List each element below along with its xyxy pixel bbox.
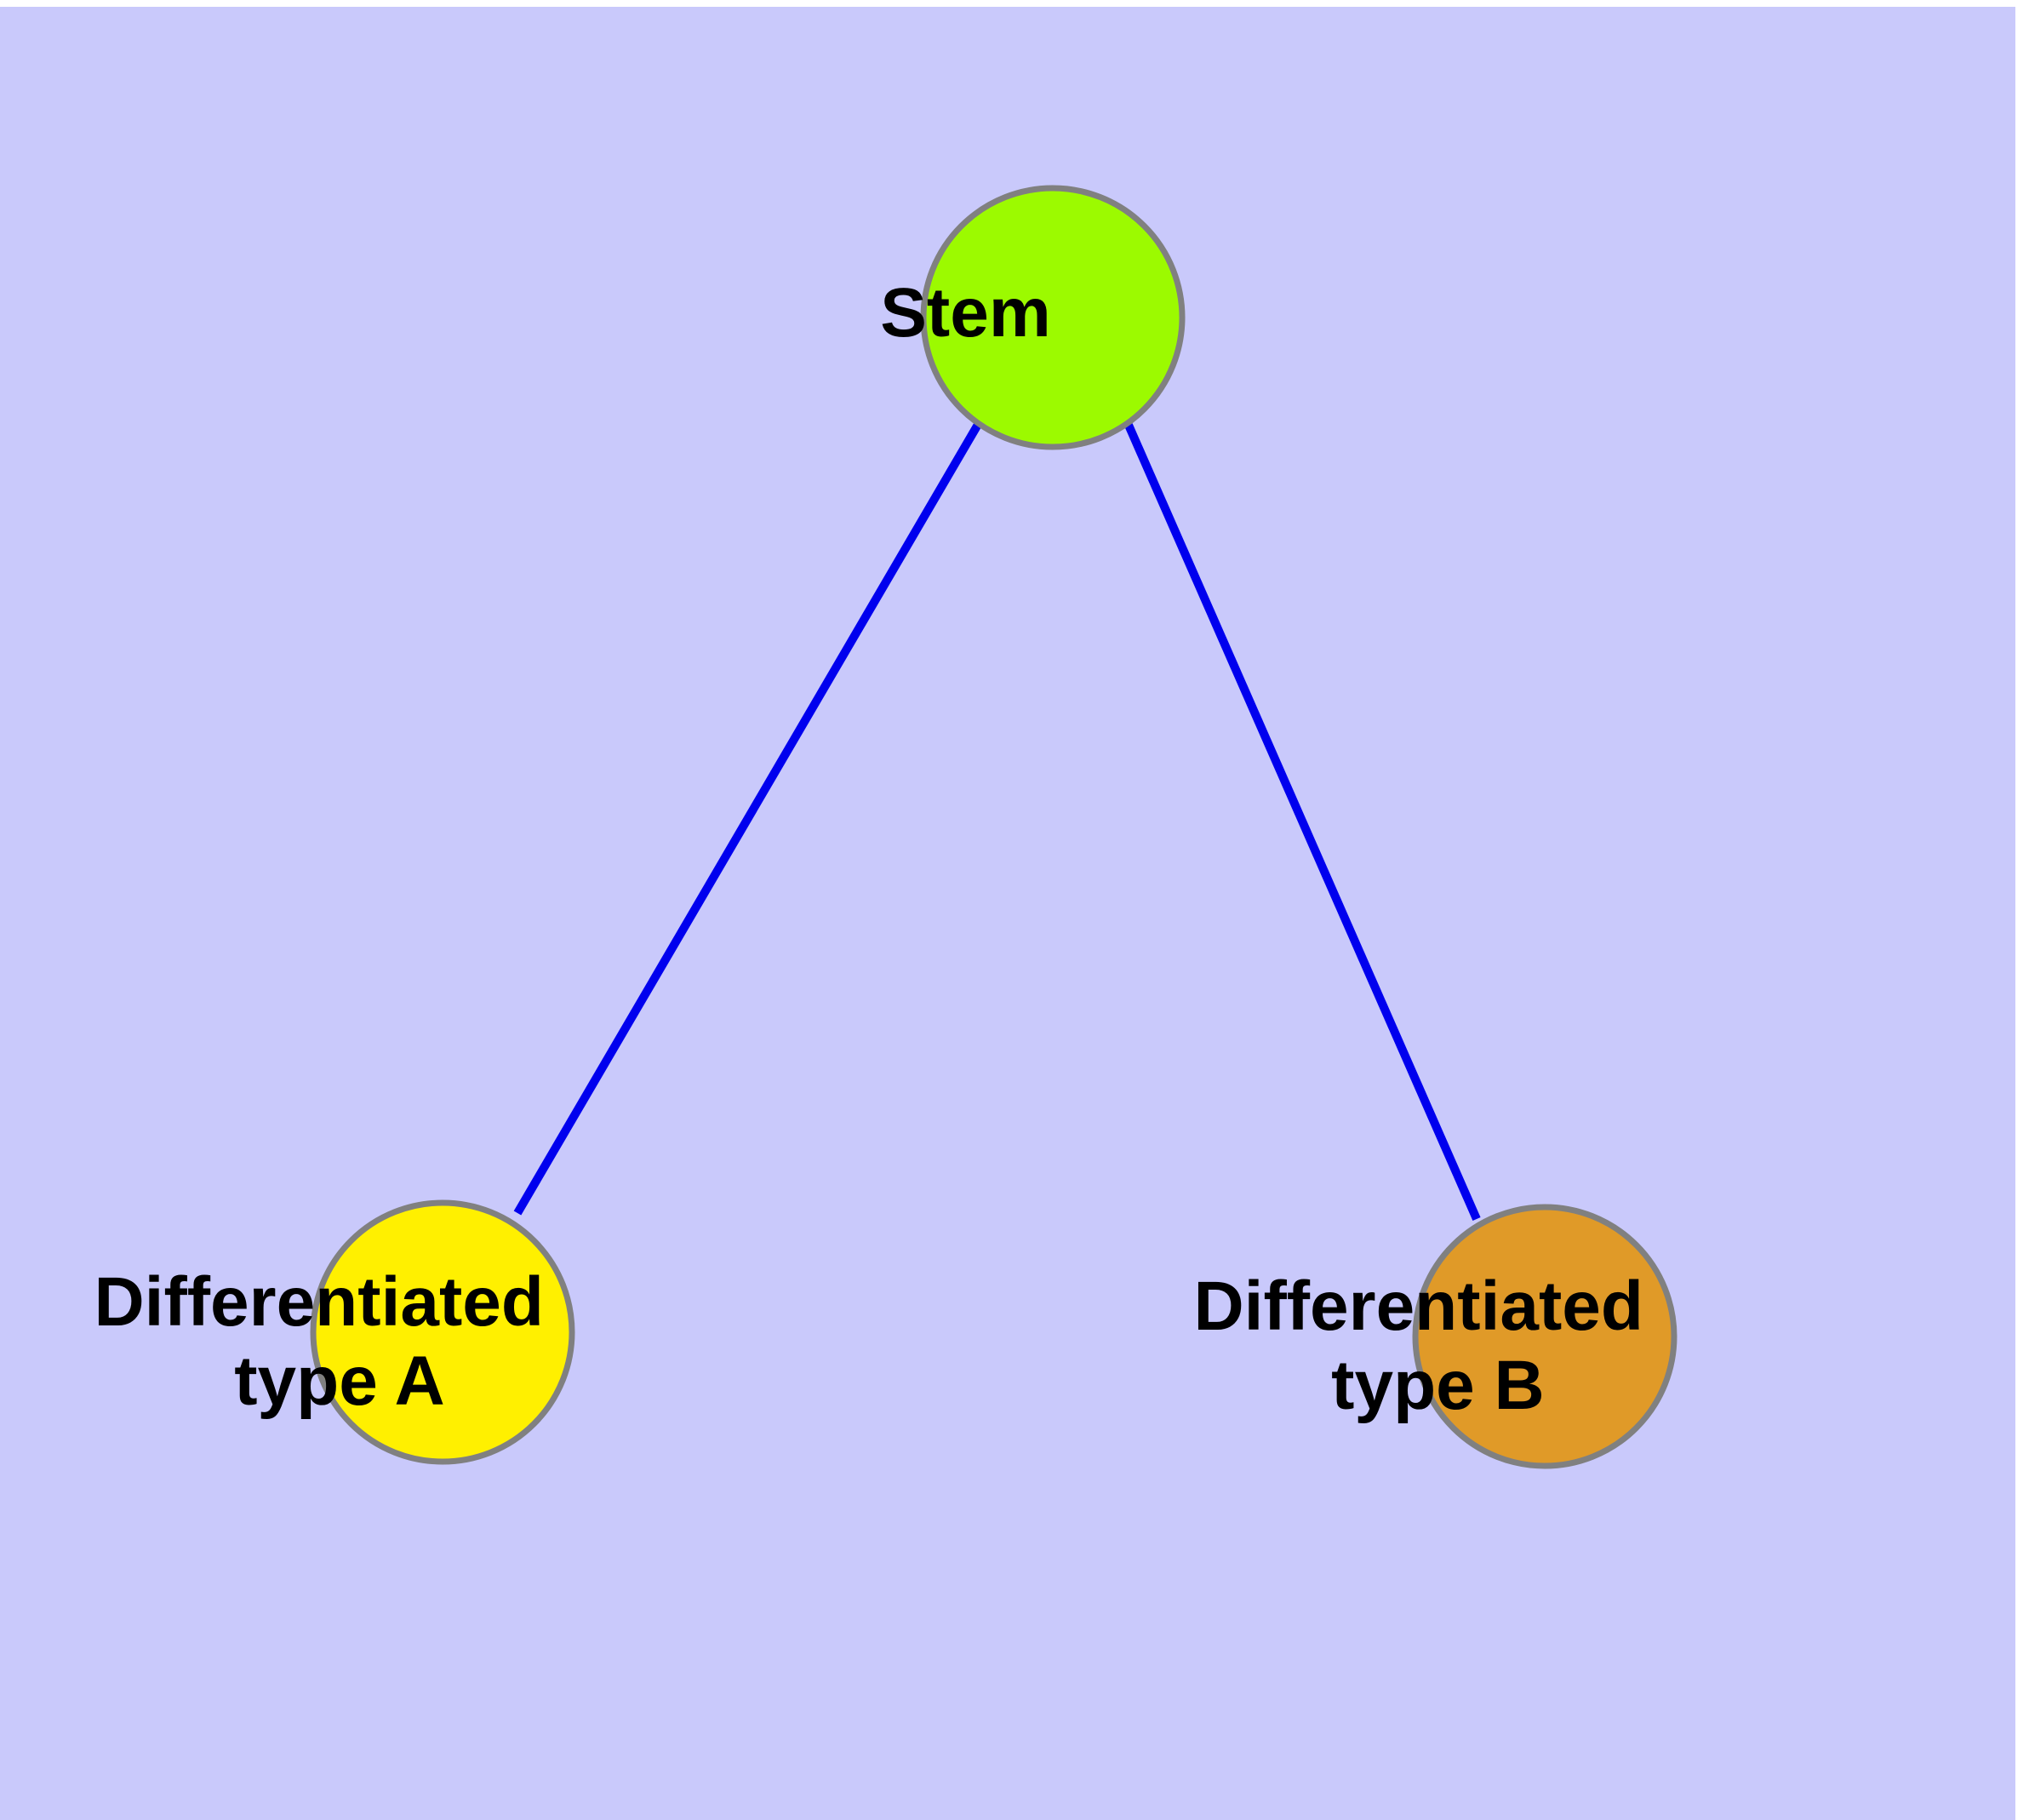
- node-diff-a-label-line2: type A: [234, 1342, 443, 1420]
- node-stem-circle[interactable]: [920, 185, 1186, 450]
- node-diff-a-label-line1: Differentiated: [94, 1263, 544, 1341]
- edge-stem-to-diff-a[interactable]: [513, 421, 983, 1216]
- node-diff-b-label-line2: type B: [1331, 1347, 1545, 1424]
- node-stem-label: Stem: [880, 274, 1226, 352]
- node-diff-a-circle[interactable]: [310, 1199, 575, 1465]
- node-diff-b-label: Differentiated type B: [1193, 1268, 1856, 1424]
- edge-stem-to-diff-b[interactable]: [1123, 421, 1481, 1222]
- node-diff-b[interactable]: Differentiated type B: [1193, 1204, 1856, 1469]
- node-layer: Stem Differentiated type A Differentiate…: [94, 185, 1856, 1469]
- node-stem[interactable]: Stem: [880, 185, 1226, 450]
- edge-layer: [513, 421, 1481, 1222]
- node-stem-label-line1: Stem: [880, 274, 1051, 352]
- node-diff-a[interactable]: Differentiated type A: [94, 1199, 757, 1465]
- node-diff-b-label-line1: Differentiated: [1193, 1268, 1643, 1345]
- node-diff-b-circle[interactable]: [1412, 1204, 1677, 1469]
- node-diff-a-label: Differentiated type A: [94, 1263, 757, 1420]
